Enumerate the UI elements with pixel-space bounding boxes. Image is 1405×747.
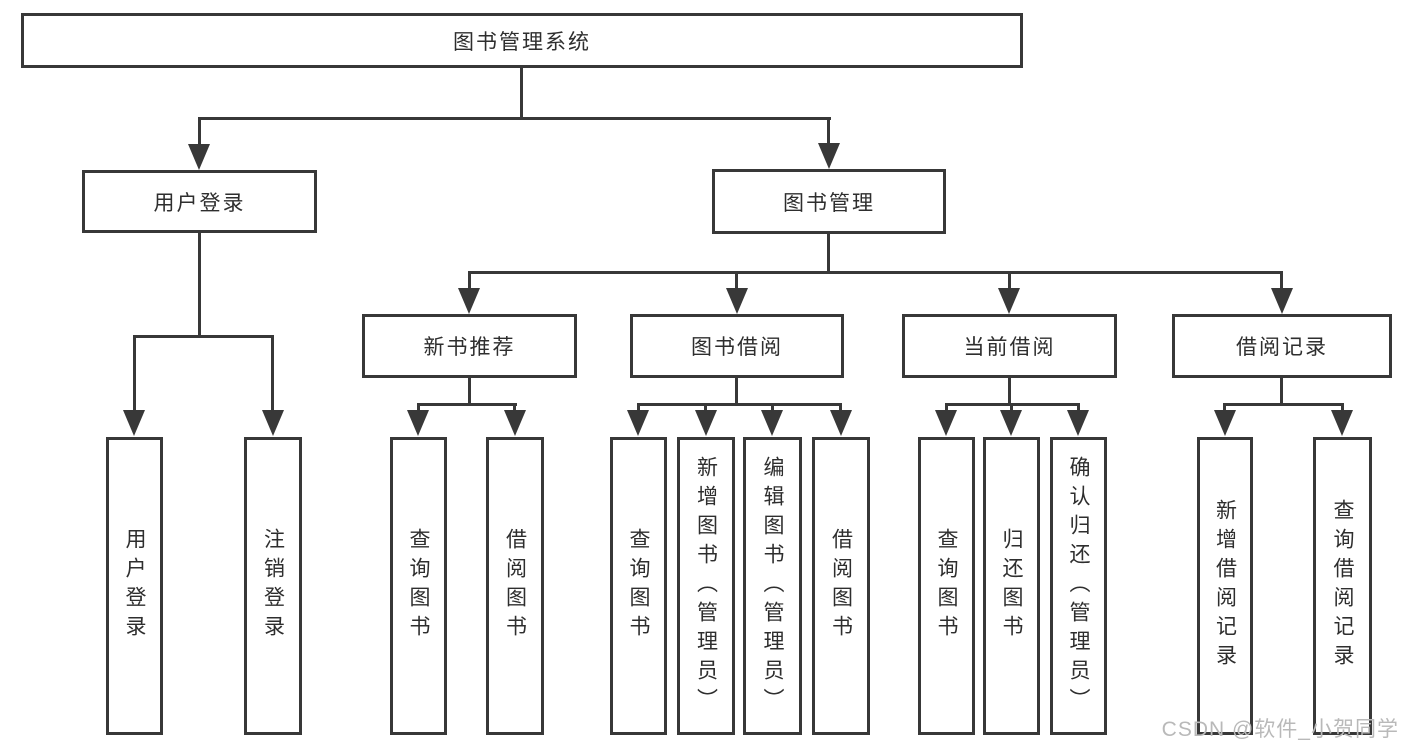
leaf-borrow-books: 借阅图书: [812, 437, 870, 735]
leaf-add-books-admin-label: 新增图书（管理员）: [694, 455, 718, 717]
connector-stub: [468, 271, 471, 291]
connector-book-mgmt-bar: [468, 271, 1283, 274]
connector-stub: [735, 271, 738, 291]
connector-down: [468, 378, 471, 406]
arrow-down-icon: [188, 144, 210, 170]
node-book-management: 图书管理: [712, 169, 946, 234]
connector-stub: [637, 403, 640, 412]
connector-stub: [513, 403, 516, 412]
connector-stub: [1341, 403, 1344, 412]
leaf-query-books-borrow: 查询图书: [610, 437, 667, 735]
arrow-down-icon: [935, 410, 957, 436]
leaf-add-borrow-record-label: 新增借阅记录: [1213, 499, 1237, 673]
arrow-down-icon: [1214, 410, 1236, 436]
leaf-query-books-current-label: 查询图书: [935, 528, 958, 644]
node-borrow-records: 借阅记录: [1172, 314, 1392, 378]
leaf-confirm-return-admin: 确认归还（管理员）: [1050, 437, 1107, 735]
leaf-user-login-label: 用户登录: [123, 528, 146, 644]
arrow-down-icon: [504, 410, 526, 436]
arrow-down-icon: [695, 410, 717, 436]
leaf-logout: 注销登录: [244, 437, 302, 735]
leaf-query-books-recommend-label: 查询图书: [407, 528, 430, 644]
connector-stub: [1008, 271, 1011, 291]
leaf-query-books-recommend: 查询图书: [390, 437, 447, 735]
node-user-login-label: 用户登录: [153, 191, 246, 215]
leaf-add-borrow-record: 新增借阅记录: [1197, 437, 1253, 735]
leaf-query-books-borrow-label: 查询图书: [627, 528, 650, 644]
leaf-borrow-books-label: 借阅图书: [829, 528, 853, 644]
node-new-book-recommend: 新书推荐: [362, 314, 577, 378]
connector-down: [1280, 378, 1283, 406]
arrow-down-icon: [1067, 410, 1089, 436]
arrow-down-icon: [627, 410, 649, 436]
csdn-watermark: CSDN @软件_小贺同学: [1161, 718, 1399, 741]
leaf-user-login: 用户登录: [106, 437, 163, 735]
connector-stub: [771, 403, 774, 412]
arrow-down-icon: [1000, 410, 1022, 436]
arrow-down-icon: [998, 288, 1020, 314]
connector-stub-user-login: [198, 117, 201, 146]
arrow-down-icon: [830, 410, 852, 436]
arrow-down-icon: [123, 410, 145, 436]
arrow-down-icon: [1271, 288, 1293, 314]
connector-stub: [839, 403, 842, 412]
connector-stub: [1077, 403, 1080, 412]
connector-down: [1008, 378, 1011, 406]
connector-down: [735, 378, 738, 406]
connector-root-down: [520, 68, 523, 120]
leaf-query-borrow-record: 查询借阅记录: [1313, 437, 1372, 735]
connector-user-login-bar: [133, 335, 274, 338]
node-library-system-label: 图书管理系统: [453, 30, 591, 54]
node-library-system: 图书管理系统: [21, 13, 1023, 68]
arrow-down-icon: [1331, 410, 1353, 436]
node-book-borrow: 图书借阅: [630, 314, 844, 378]
arrow-down-icon: [818, 143, 840, 169]
arrow-down-icon: [761, 410, 783, 436]
node-current-borrow: 当前借阅: [902, 314, 1117, 378]
connector-stub: [1280, 271, 1283, 291]
connector-stub: [1010, 403, 1013, 412]
connector-stub: [1223, 403, 1226, 412]
leaf-edit-books-admin: 编辑图书（管理员）: [743, 437, 802, 735]
leaf-query-borrow-record-label: 查询借阅记录: [1331, 499, 1354, 673]
connector-user-login-down: [198, 233, 201, 338]
connector-root-bar: [198, 117, 831, 120]
connector-stub: [417, 403, 420, 412]
connector-stub: [133, 335, 136, 412]
arrow-down-icon: [407, 410, 429, 436]
node-book-management-label: 图书管理: [783, 191, 875, 215]
node-book-borrow-label: 图书借阅: [691, 336, 783, 359]
leaf-add-books-admin: 新增图书（管理员）: [677, 437, 735, 735]
leaf-logout-label: 注销登录: [261, 528, 285, 644]
node-borrow-records-label: 借阅记录: [1236, 336, 1328, 359]
connector-stub: [271, 335, 274, 412]
leaf-return-books: 归还图书: [983, 437, 1040, 735]
arrow-down-icon: [458, 288, 480, 314]
connector-book-mgmt-down: [827, 234, 830, 274]
leaf-borrow-books-recommend: 借阅图书: [486, 437, 544, 735]
leaf-return-books-label: 归还图书: [1000, 528, 1023, 644]
node-current-borrow-label: 当前借阅: [963, 336, 1056, 359]
node-new-book-recommend-label: 新书推荐: [423, 336, 516, 359]
leaf-query-books-current: 查询图书: [918, 437, 975, 735]
connector-stub: [704, 403, 707, 412]
arrow-down-icon: [726, 288, 748, 314]
leaf-borrow-books-recommend-label: 借阅图书: [503, 528, 527, 644]
connector-bar: [417, 403, 517, 406]
connector-stub-book-mgmt: [827, 117, 830, 146]
connector-bar: [1223, 403, 1344, 406]
leaf-confirm-return-admin-label: 确认归还（管理员）: [1067, 455, 1090, 717]
connector-stub: [945, 403, 948, 412]
node-user-login: 用户登录: [82, 170, 317, 233]
leaf-edit-books-admin-label: 编辑图书（管理员）: [761, 455, 784, 717]
arrow-down-icon: [262, 410, 284, 436]
connector-bar: [637, 403, 842, 406]
